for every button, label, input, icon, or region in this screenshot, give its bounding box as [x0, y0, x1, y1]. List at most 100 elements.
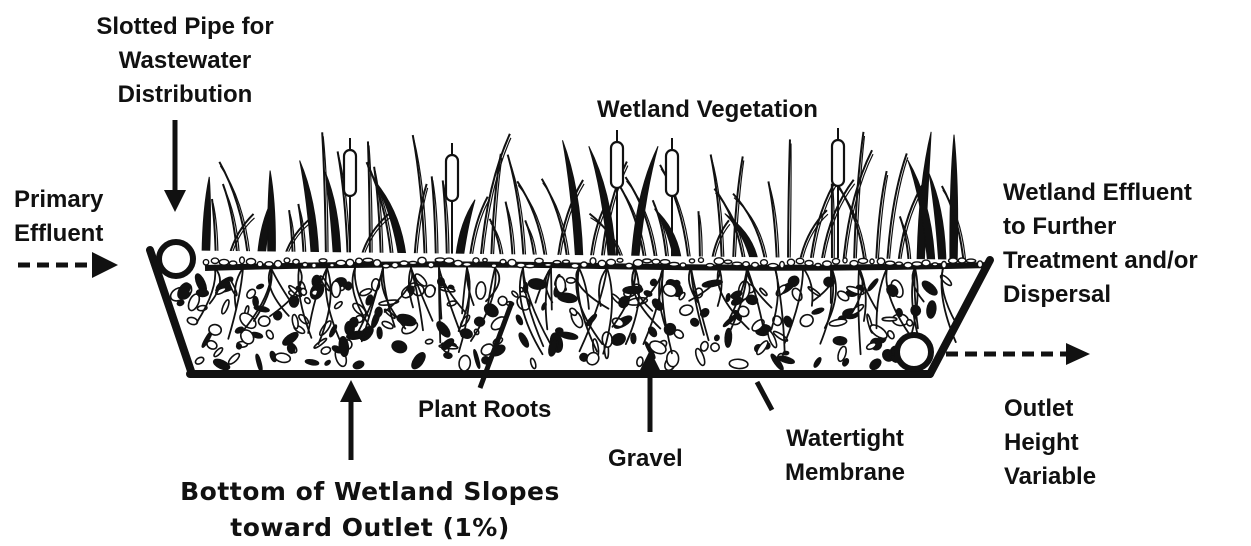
gravel-stone — [377, 327, 382, 338]
surface-pebble — [373, 260, 380, 267]
gravel-stone — [726, 294, 731, 302]
surface-pebble — [571, 263, 579, 268]
surface-pebble — [356, 258, 363, 264]
surface-pebble — [219, 259, 228, 265]
gravel-stone — [196, 289, 208, 297]
surface-pebble — [330, 263, 335, 267]
surface-pebble — [796, 258, 804, 263]
surface-pebble — [293, 259, 299, 264]
surface-pebble — [483, 258, 487, 261]
surface-pebble — [211, 258, 218, 263]
surface-pebble — [491, 264, 496, 268]
surface-pebble — [265, 262, 273, 267]
gravel-stone — [556, 328, 563, 334]
surface-pebble — [877, 258, 884, 265]
gravel-stone — [475, 282, 486, 300]
gravel-stone — [236, 343, 242, 349]
cattail-head — [832, 140, 844, 186]
surface-pebble — [958, 258, 966, 263]
surface-pebble — [418, 257, 426, 264]
surface-pebble — [823, 261, 832, 267]
surface-pebble — [274, 261, 281, 268]
surface-pebble — [904, 263, 912, 268]
surface-pebble — [229, 261, 237, 265]
surface-pebble — [581, 262, 588, 267]
surface-pebble — [346, 259, 354, 266]
surface-pebble — [319, 259, 327, 263]
surface-pebble — [500, 260, 506, 264]
surface-pebble — [240, 257, 245, 264]
plant-root — [551, 268, 552, 310]
gravel-stone — [425, 339, 433, 345]
surface-pebble — [932, 263, 938, 266]
surface-pebble — [660, 260, 669, 265]
surface-pebble — [382, 264, 389, 268]
gravel-stone — [258, 316, 270, 327]
surface-pebble — [598, 260, 606, 266]
surface-pebble — [732, 262, 742, 266]
slotted-pipe-label: Slotted Pipe for Wastewater Distribution — [70, 10, 300, 112]
bed-surface — [205, 264, 990, 268]
surface-pebble — [553, 261, 561, 264]
grass-blade — [835, 181, 865, 266]
surface-pebble — [689, 259, 694, 263]
surface-pebble — [312, 263, 317, 268]
gravel-label: Gravel — [608, 442, 683, 476]
surface-pebble — [590, 258, 596, 265]
wetland-vegetation-plants — [202, 128, 966, 266]
wetland-vegetation-label: Wetland Vegetation — [597, 93, 818, 127]
bottom-slope-label: Bottom of Wetland Slopes toward Outlet (… — [130, 474, 610, 546]
surface-pebble — [626, 263, 633, 268]
primary-effluent-arrow — [18, 252, 118, 278]
grass-blade — [219, 162, 249, 266]
surface-pebble — [652, 259, 660, 264]
cattail-head — [666, 150, 678, 196]
surface-pebble — [761, 260, 768, 266]
gravel-stone — [345, 282, 352, 290]
grass-blade — [768, 181, 777, 266]
surface-pebble — [257, 262, 262, 267]
gravel-stone — [833, 336, 847, 345]
surface-pebble — [643, 259, 652, 263]
outlet-height-label: Outlet Height Variable — [1004, 392, 1096, 494]
surface-pebble — [942, 262, 947, 269]
surface-pebble — [633, 260, 642, 267]
surface-pebble — [680, 263, 686, 267]
surface-pebble — [545, 263, 552, 266]
surface-pebble — [535, 258, 543, 263]
surface-pebble — [780, 262, 785, 269]
surface-pebble — [392, 262, 399, 267]
surface-pebble — [966, 259, 975, 263]
surface-pebble — [912, 262, 922, 266]
surface-pebble — [669, 262, 679, 266]
gravel-stone — [631, 333, 636, 343]
primary-effluent-label: Primary Effluent — [14, 183, 103, 251]
surface-pebble — [463, 262, 471, 266]
surface-pebble — [752, 262, 759, 267]
wetland-effluent-label: Wetland Effluent to Further Treatment an… — [1003, 176, 1198, 312]
surface-pebble — [517, 263, 525, 268]
gravel-stone — [253, 296, 259, 306]
surface-pebble — [922, 260, 930, 266]
surface-pebble — [870, 259, 874, 264]
surface-pebble — [428, 262, 434, 267]
surface-pebble — [409, 261, 417, 264]
gravel-stone — [566, 278, 575, 284]
surface-pebble — [787, 259, 794, 265]
surface-pebble — [768, 264, 777, 268]
surface-pebble — [284, 258, 290, 263]
membrane-pointer-line — [757, 382, 772, 410]
gravel-stone — [331, 281, 340, 297]
surface-pebble — [302, 263, 307, 267]
gravel-stone — [444, 352, 453, 358]
surface-pebble — [525, 264, 535, 268]
surface-pebble — [815, 264, 821, 267]
surface-pebble — [444, 258, 454, 263]
grass-blade — [833, 188, 834, 266]
grass-blade — [950, 135, 958, 266]
cattail-head — [446, 155, 458, 201]
surface-pebble — [743, 262, 750, 267]
surface-pebble — [508, 259, 516, 266]
slotted-pipe-pointer-arrow — [164, 120, 186, 212]
gravel-stone — [714, 335, 720, 341]
